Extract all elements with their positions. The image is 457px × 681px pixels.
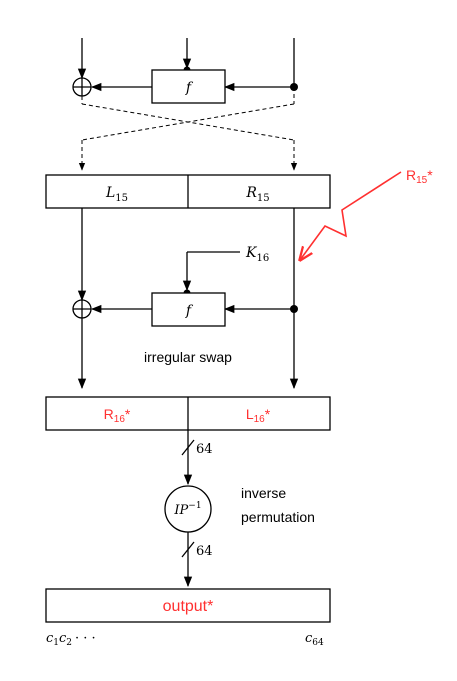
l15-label: L15 <box>105 185 128 204</box>
output-end-label: c64 <box>305 631 324 648</box>
top-f-label: f <box>185 80 194 96</box>
bits-64-top: 64 <box>196 442 213 457</box>
ip-inverse-lines <box>181 430 195 588</box>
k16-label: K16 <box>245 245 269 264</box>
r15-label: R15 <box>245 185 269 204</box>
dashed-crossover <box>78 87 298 171</box>
lightning-arrow-icon <box>300 171 402 260</box>
ip-inverse-label: IP−1 <box>173 501 201 518</box>
r16-star-label: R16* <box>104 406 131 425</box>
ip-inverse-circle <box>164 485 212 533</box>
round16-lines <box>77 208 299 390</box>
top-round <box>77 38 295 92</box>
inverse-permutation-label: inverse permutation <box>241 485 315 525</box>
round16-right-junction-dot <box>290 305 298 313</box>
bits-64-bottom: 64 <box>196 544 213 559</box>
r15-star-annotation: R15* <box>406 167 433 186</box>
xor-icon <box>72 77 92 97</box>
round16-f-label: f <box>185 303 194 319</box>
round16-f-box <box>151 292 226 327</box>
output-star-label: output* <box>163 598 214 615</box>
output-start-label: c1c2· · · <box>46 631 96 648</box>
output-box <box>45 588 331 623</box>
l16-star-label: L16* <box>246 406 271 425</box>
top-f-box <box>151 69 226 104</box>
xor-icon <box>72 299 92 319</box>
irregular-swap-label: irregular swap <box>144 349 232 365</box>
